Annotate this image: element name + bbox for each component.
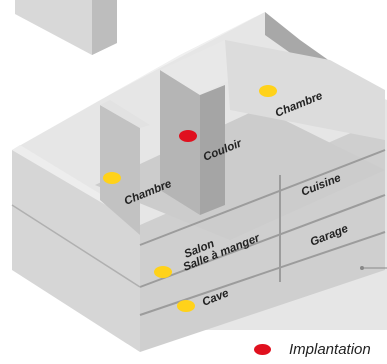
interior-walls (11, 40, 386, 316)
marker-chambre-right (259, 85, 277, 97)
marker-cave (177, 300, 195, 312)
marker-couloir-red (179, 130, 197, 142)
marker-chambre-left (103, 172, 121, 184)
legend-label: Implantation (289, 340, 371, 358)
legend: Implantation (254, 338, 387, 360)
markers (103, 85, 277, 312)
marker-salon (154, 266, 172, 278)
roof-block (15, 0, 117, 55)
leader-line (360, 266, 387, 270)
legend-red-dot-icon (254, 343, 271, 355)
